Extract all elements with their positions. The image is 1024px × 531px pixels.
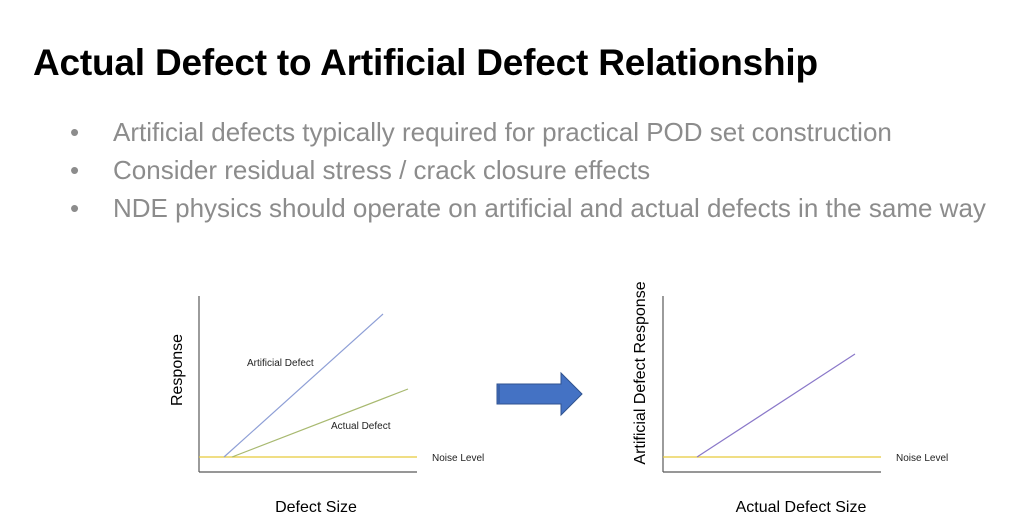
bullet-item: • NDE physics should operate on artifici… xyxy=(70,192,1010,225)
artificial-defect-line xyxy=(223,313,384,458)
left-x-axis-label: Defect Size xyxy=(275,499,357,516)
slide-title: Actual Defect to Artificial Defect Relat… xyxy=(33,42,818,83)
bullet-text: Artificial defects typically required fo… xyxy=(113,117,892,147)
actual-defect-line xyxy=(231,388,409,458)
left-y-axis-label: Response xyxy=(169,334,186,406)
right-noise-label: Noise Level xyxy=(896,453,948,464)
left-diagram: Artificial Defect Actual Defect Noise Le… xyxy=(169,296,484,516)
relationship-line xyxy=(696,353,856,458)
bullet-item: • Consider residual stress / crack closu… xyxy=(70,154,1010,187)
transform-arrow-icon xyxy=(496,371,583,417)
bullet-item: • Artificial defects typically required … xyxy=(70,116,1010,149)
bullet-list: • Artificial defects typically required … xyxy=(70,116,1010,230)
right-diagram: Noise Level Artificial Defect Response A… xyxy=(632,281,948,516)
actual-defect-label: Actual Defect xyxy=(331,421,391,432)
right-x-axis-label: Actual Defect Size xyxy=(736,499,867,516)
right-y-axis-label: Artificial Defect Response xyxy=(632,281,649,464)
bullet-text: NDE physics should operate on artificial… xyxy=(113,193,986,223)
bullet-text: Consider residual stress / crack closure… xyxy=(113,155,651,185)
bullet-dot-icon: • xyxy=(70,155,80,185)
bullet-dot-icon: • xyxy=(70,193,80,223)
left-noise-label: Noise Level xyxy=(432,453,484,464)
bullet-dot-icon: • xyxy=(70,117,80,147)
artificial-defect-label: Artificial Defect xyxy=(247,358,314,369)
